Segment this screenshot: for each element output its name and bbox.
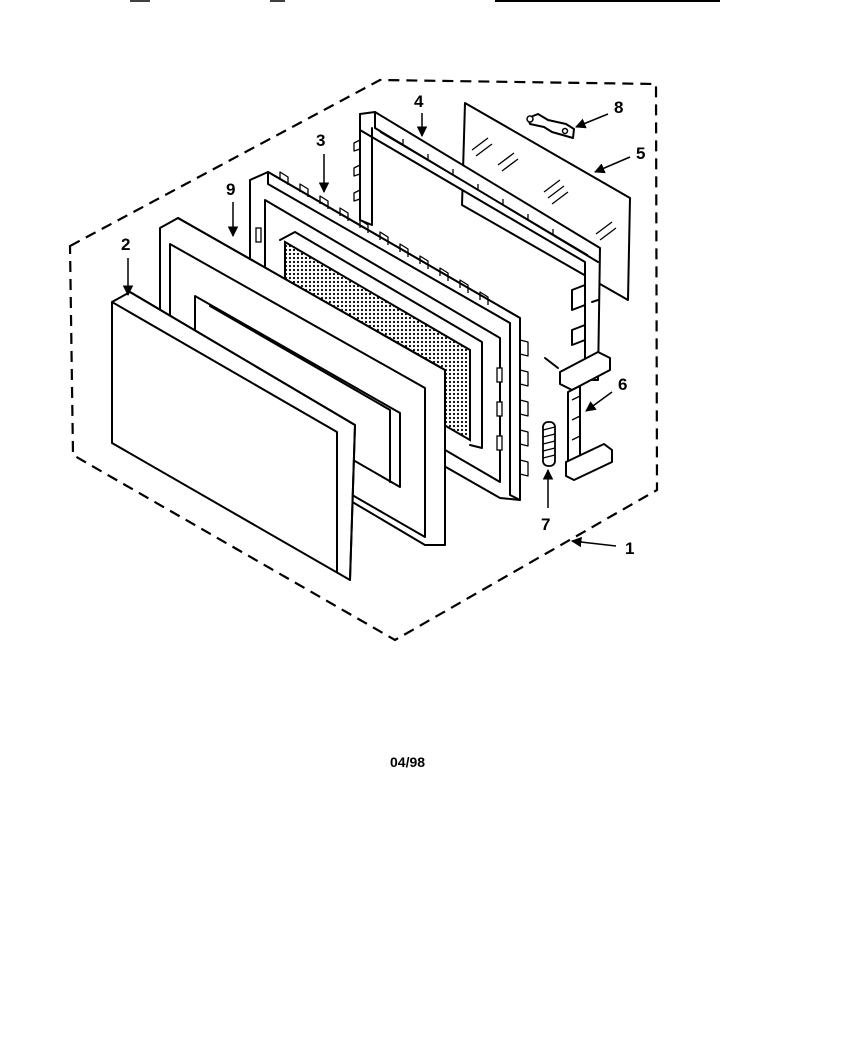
callout-2: 2 [121, 235, 130, 254]
callout-1: 1 [625, 539, 634, 558]
callout-6: 6 [618, 375, 627, 394]
callout-4: 4 [414, 92, 424, 111]
latch-part [544, 351, 613, 481]
date-code: 04/98 [390, 754, 425, 770]
callout-5: 5 [636, 144, 645, 163]
clip-part [526, 113, 575, 139]
callout-9: 9 [226, 180, 235, 199]
callout-7: 7 [541, 515, 550, 534]
assembly-boundary-dashed [68, 78, 659, 642]
callout-8: 8 [614, 98, 623, 117]
leader-lines [122, 113, 631, 548]
callout-3: 3 [316, 131, 325, 150]
spring-part [542, 421, 556, 467]
